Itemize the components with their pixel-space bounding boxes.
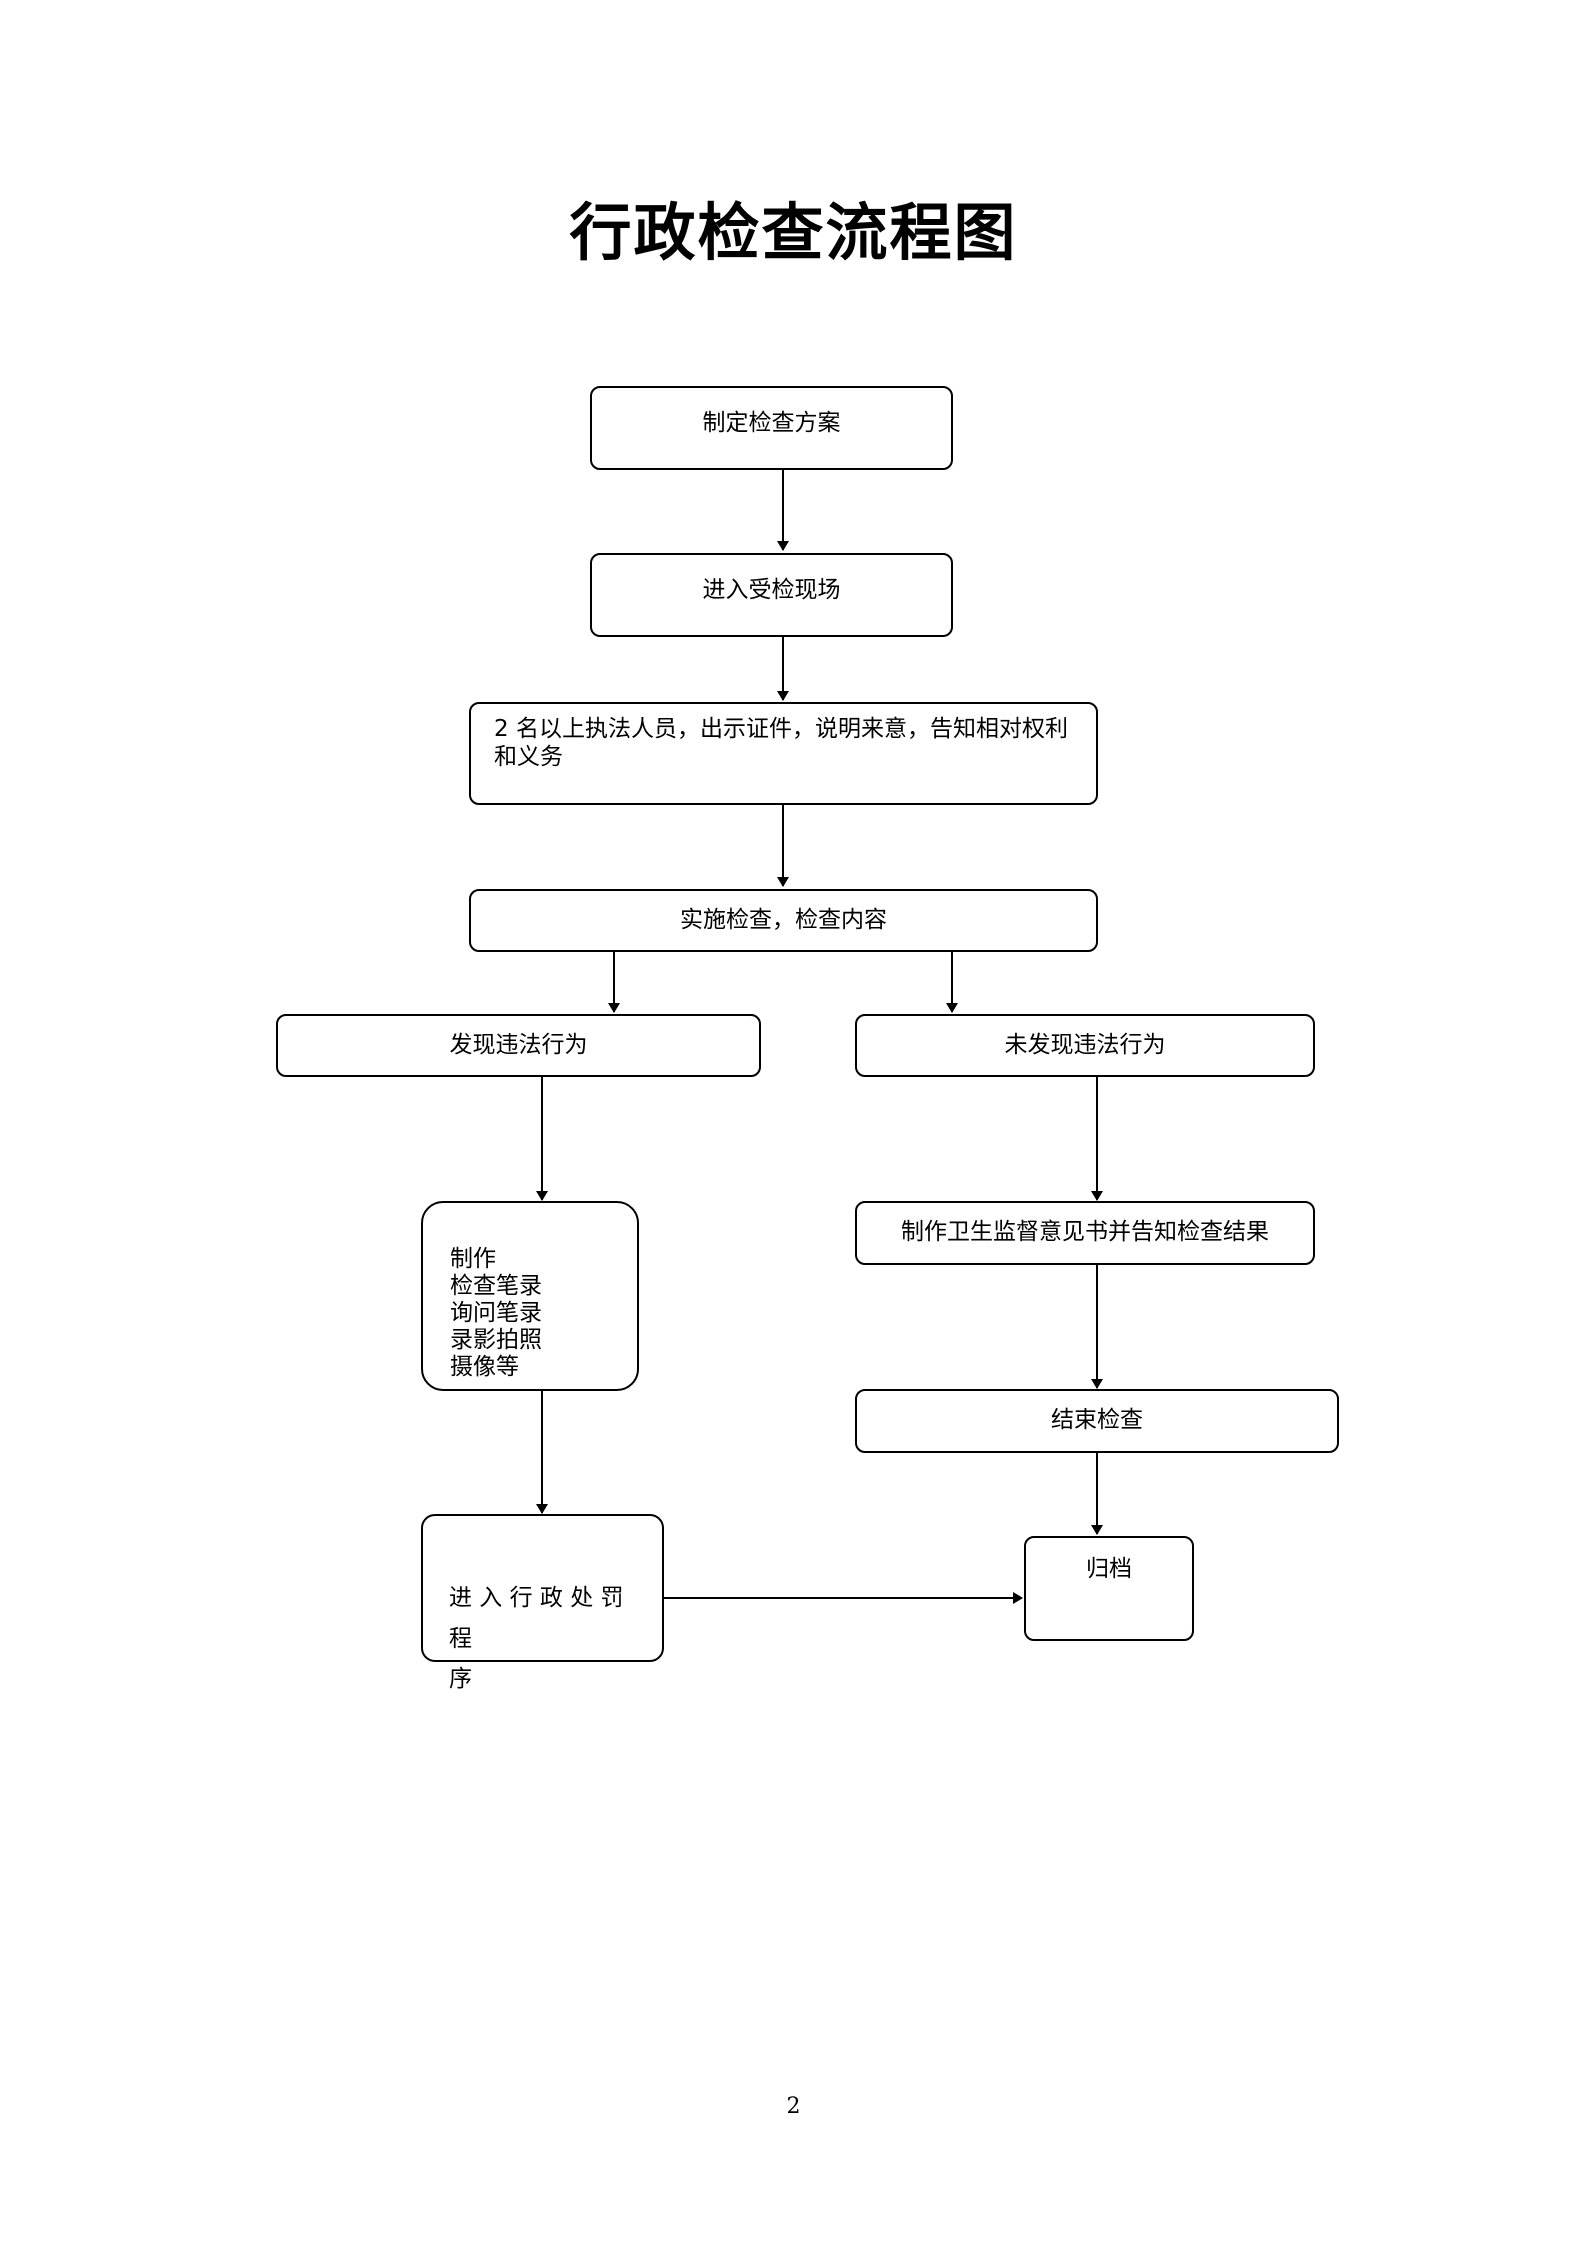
step-opinion-letter-label: 制作卫生监督意见书并告知检查结果: [901, 1219, 1269, 1246]
step-inspect-label: 实施检查，检查内容: [680, 906, 887, 933]
step-penalty-procedure: 进 入 行 政 处 罚 程 序: [421, 1514, 664, 1692]
step-end-inspection-label: 结束检查: [1051, 1407, 1143, 1434]
step-notify-label: 2 名以上执法人员，出示证件，说明来意，告知相对权利和义务: [494, 716, 1068, 770]
step-make-records-label: 制作 检查笔录 询问笔录 录影拍照 摄像等: [450, 1245, 542, 1380]
step-no-violation-label: 未发现违法行为: [1004, 1031, 1166, 1058]
step-archive: 归档: [1024, 1536, 1194, 1641]
step-inspect: 实施检查，检查内容: [469, 889, 1098, 952]
step-found-violation-label: 发现违法行为: [449, 1031, 588, 1058]
step-penalty-procedure-label: 进 入 行 政 处 罚 程 序: [449, 1585, 624, 1692]
step-no-violation: 未发现违法行为: [855, 1014, 1315, 1077]
step-notify: 2 名以上执法人员，出示证件，说明来意，告知相对权利和义务: [469, 702, 1098, 805]
step-opinion-letter: 制作卫生监督意见书并告知检查结果: [855, 1201, 1315, 1265]
step-enter-site: 进入受检现场: [590, 553, 953, 637]
step-make-records: 制作 检查笔录 询问笔录 录影拍照 摄像等: [421, 1201, 639, 1391]
step-enter-site-label: 进入受检现场: [702, 577, 841, 603]
page-number: 2: [786, 2094, 801, 2119]
step-found-violation: 发现违法行为: [276, 1014, 761, 1077]
step-end-inspection: 结束检查: [855, 1389, 1339, 1453]
step-archive-label: 归档: [1086, 1556, 1132, 1582]
page-title: 行政检查流程图: [569, 196, 1018, 269]
step-plan-label: 制定检查方案: [702, 410, 841, 436]
step-plan: 制定检查方案: [590, 386, 953, 470]
